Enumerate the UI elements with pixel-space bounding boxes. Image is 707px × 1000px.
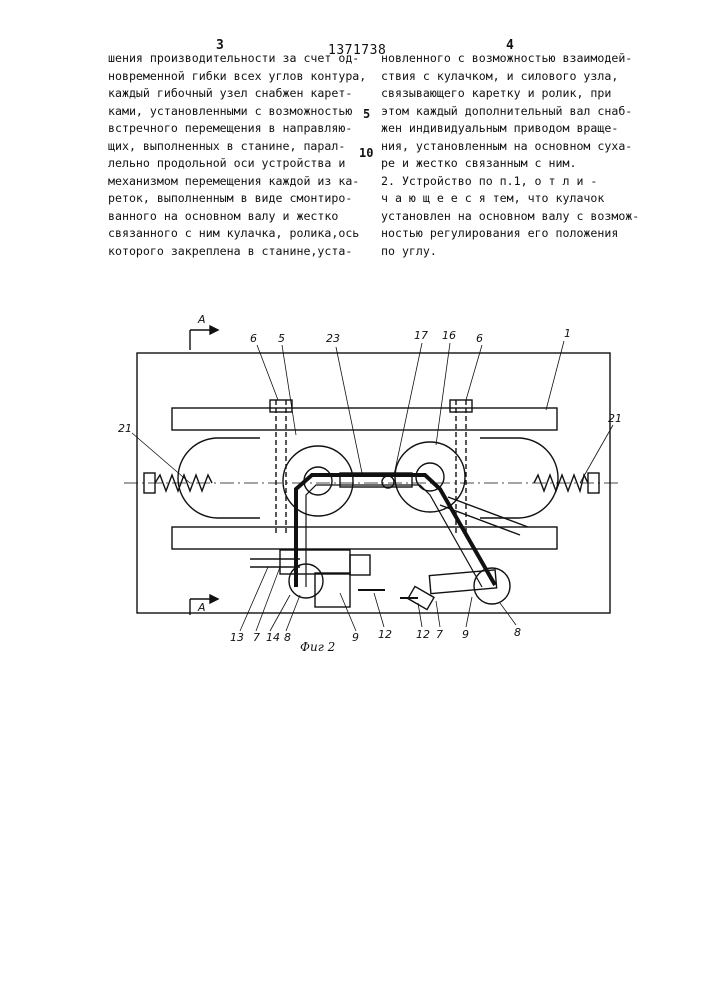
section-letter-top: A: [197, 313, 206, 326]
label-6-right: 6: [476, 332, 483, 345]
right-line: ре и жестко связанным с ним.: [381, 155, 639, 173]
right-line: ностью регулирования его положения: [381, 225, 639, 243]
left-bolt: [270, 400, 292, 412]
right-line: жен индивидуальным приводом враще-: [381, 120, 639, 138]
right-roller: [474, 568, 510, 604]
left-shaft: [304, 467, 332, 495]
label-1: 1: [564, 327, 571, 340]
right-line: установлен на основном валу с возмож-: [381, 208, 639, 226]
left-carriage-body: [178, 438, 260, 518]
right-carriage-body: [480, 438, 558, 518]
right-line: 2. Устройство по п.1, о т л и -: [381, 173, 639, 191]
left-line: реток, выполненным в виде смонтиро-: [108, 190, 366, 208]
right-line: ния, установленным на основном сухa-: [381, 138, 639, 156]
right-text-column: новленного с возможностью взаимодей- ств…: [381, 50, 639, 260]
label-12-left: 12: [378, 628, 392, 641]
left-line: механизмом перемещения каждой из ка-: [108, 173, 366, 191]
label-12-right: 12: [416, 628, 430, 641]
right-line: ствия с кулачком, и силового узла,: [381, 68, 639, 86]
label-6-left: 6: [250, 332, 257, 345]
label-7-left: 7: [253, 631, 260, 644]
label-9-left: 9: [352, 631, 359, 644]
right-bolt: [450, 400, 472, 412]
label-7-right: 7: [436, 628, 443, 641]
left-line: новременной гибки всех углов контура,: [108, 68, 366, 86]
label-8-right: 8: [514, 626, 521, 639]
left-line: ванного на основном валу и жестко: [108, 208, 366, 226]
figure-caption: Фиг 2: [300, 640, 335, 654]
upper-guide-rail: [172, 408, 557, 430]
right-line: этом каждый дополнительный вал снаб-: [381, 103, 639, 121]
label-17: 17: [414, 329, 428, 342]
left-cam: [283, 446, 353, 516]
label-23: 23: [326, 332, 340, 345]
left-text-column: шения производительности за счет од- нов…: [108, 50, 366, 260]
label-16: 16: [442, 329, 456, 342]
left-line: связанного с ним кулачка, ролика,ось: [108, 225, 366, 243]
technical-drawing: A A 6 5 23 17 16 6 1 21 21 13 7 14 8 9 1…: [100, 305, 640, 665]
left-line: ками, установленными с возможностью: [108, 103, 366, 121]
left-line: лельно продольной оси устройства и: [108, 155, 366, 173]
label-14: 14: [266, 631, 280, 644]
right-line: по углу.: [381, 243, 639, 261]
label-13: 13: [230, 631, 244, 644]
left-line: каждый гибочный узел снабжен карет-: [108, 85, 366, 103]
label-5: 5: [278, 332, 285, 345]
left-line: щих, выполненных в станине, парал-: [108, 138, 366, 156]
label-21-left: 21: [118, 422, 132, 435]
section-letter-bottom: A: [197, 601, 206, 614]
left-lower-carriage: [280, 550, 350, 574]
left-line: шения производительности за счет од-: [108, 50, 366, 68]
label-9-right: 9: [462, 628, 469, 641]
line-number-10: 10: [359, 146, 373, 160]
right-line: ч а ю щ е е с я тем, что кулачок: [381, 190, 639, 208]
right-line: связывающего каретку и ролик, при: [381, 85, 639, 103]
left-line: встречного перемещения в направляю-: [108, 120, 366, 138]
left-line: которого закреплена в станине,уста-: [108, 243, 366, 261]
line-number-5: 5: [363, 107, 370, 121]
label-8-left: 8: [284, 631, 291, 644]
label-21-right: 21: [608, 412, 622, 425]
right-line: новленного с возможностью взаимодей-: [381, 50, 639, 68]
lower-guide-rail: [172, 527, 557, 549]
